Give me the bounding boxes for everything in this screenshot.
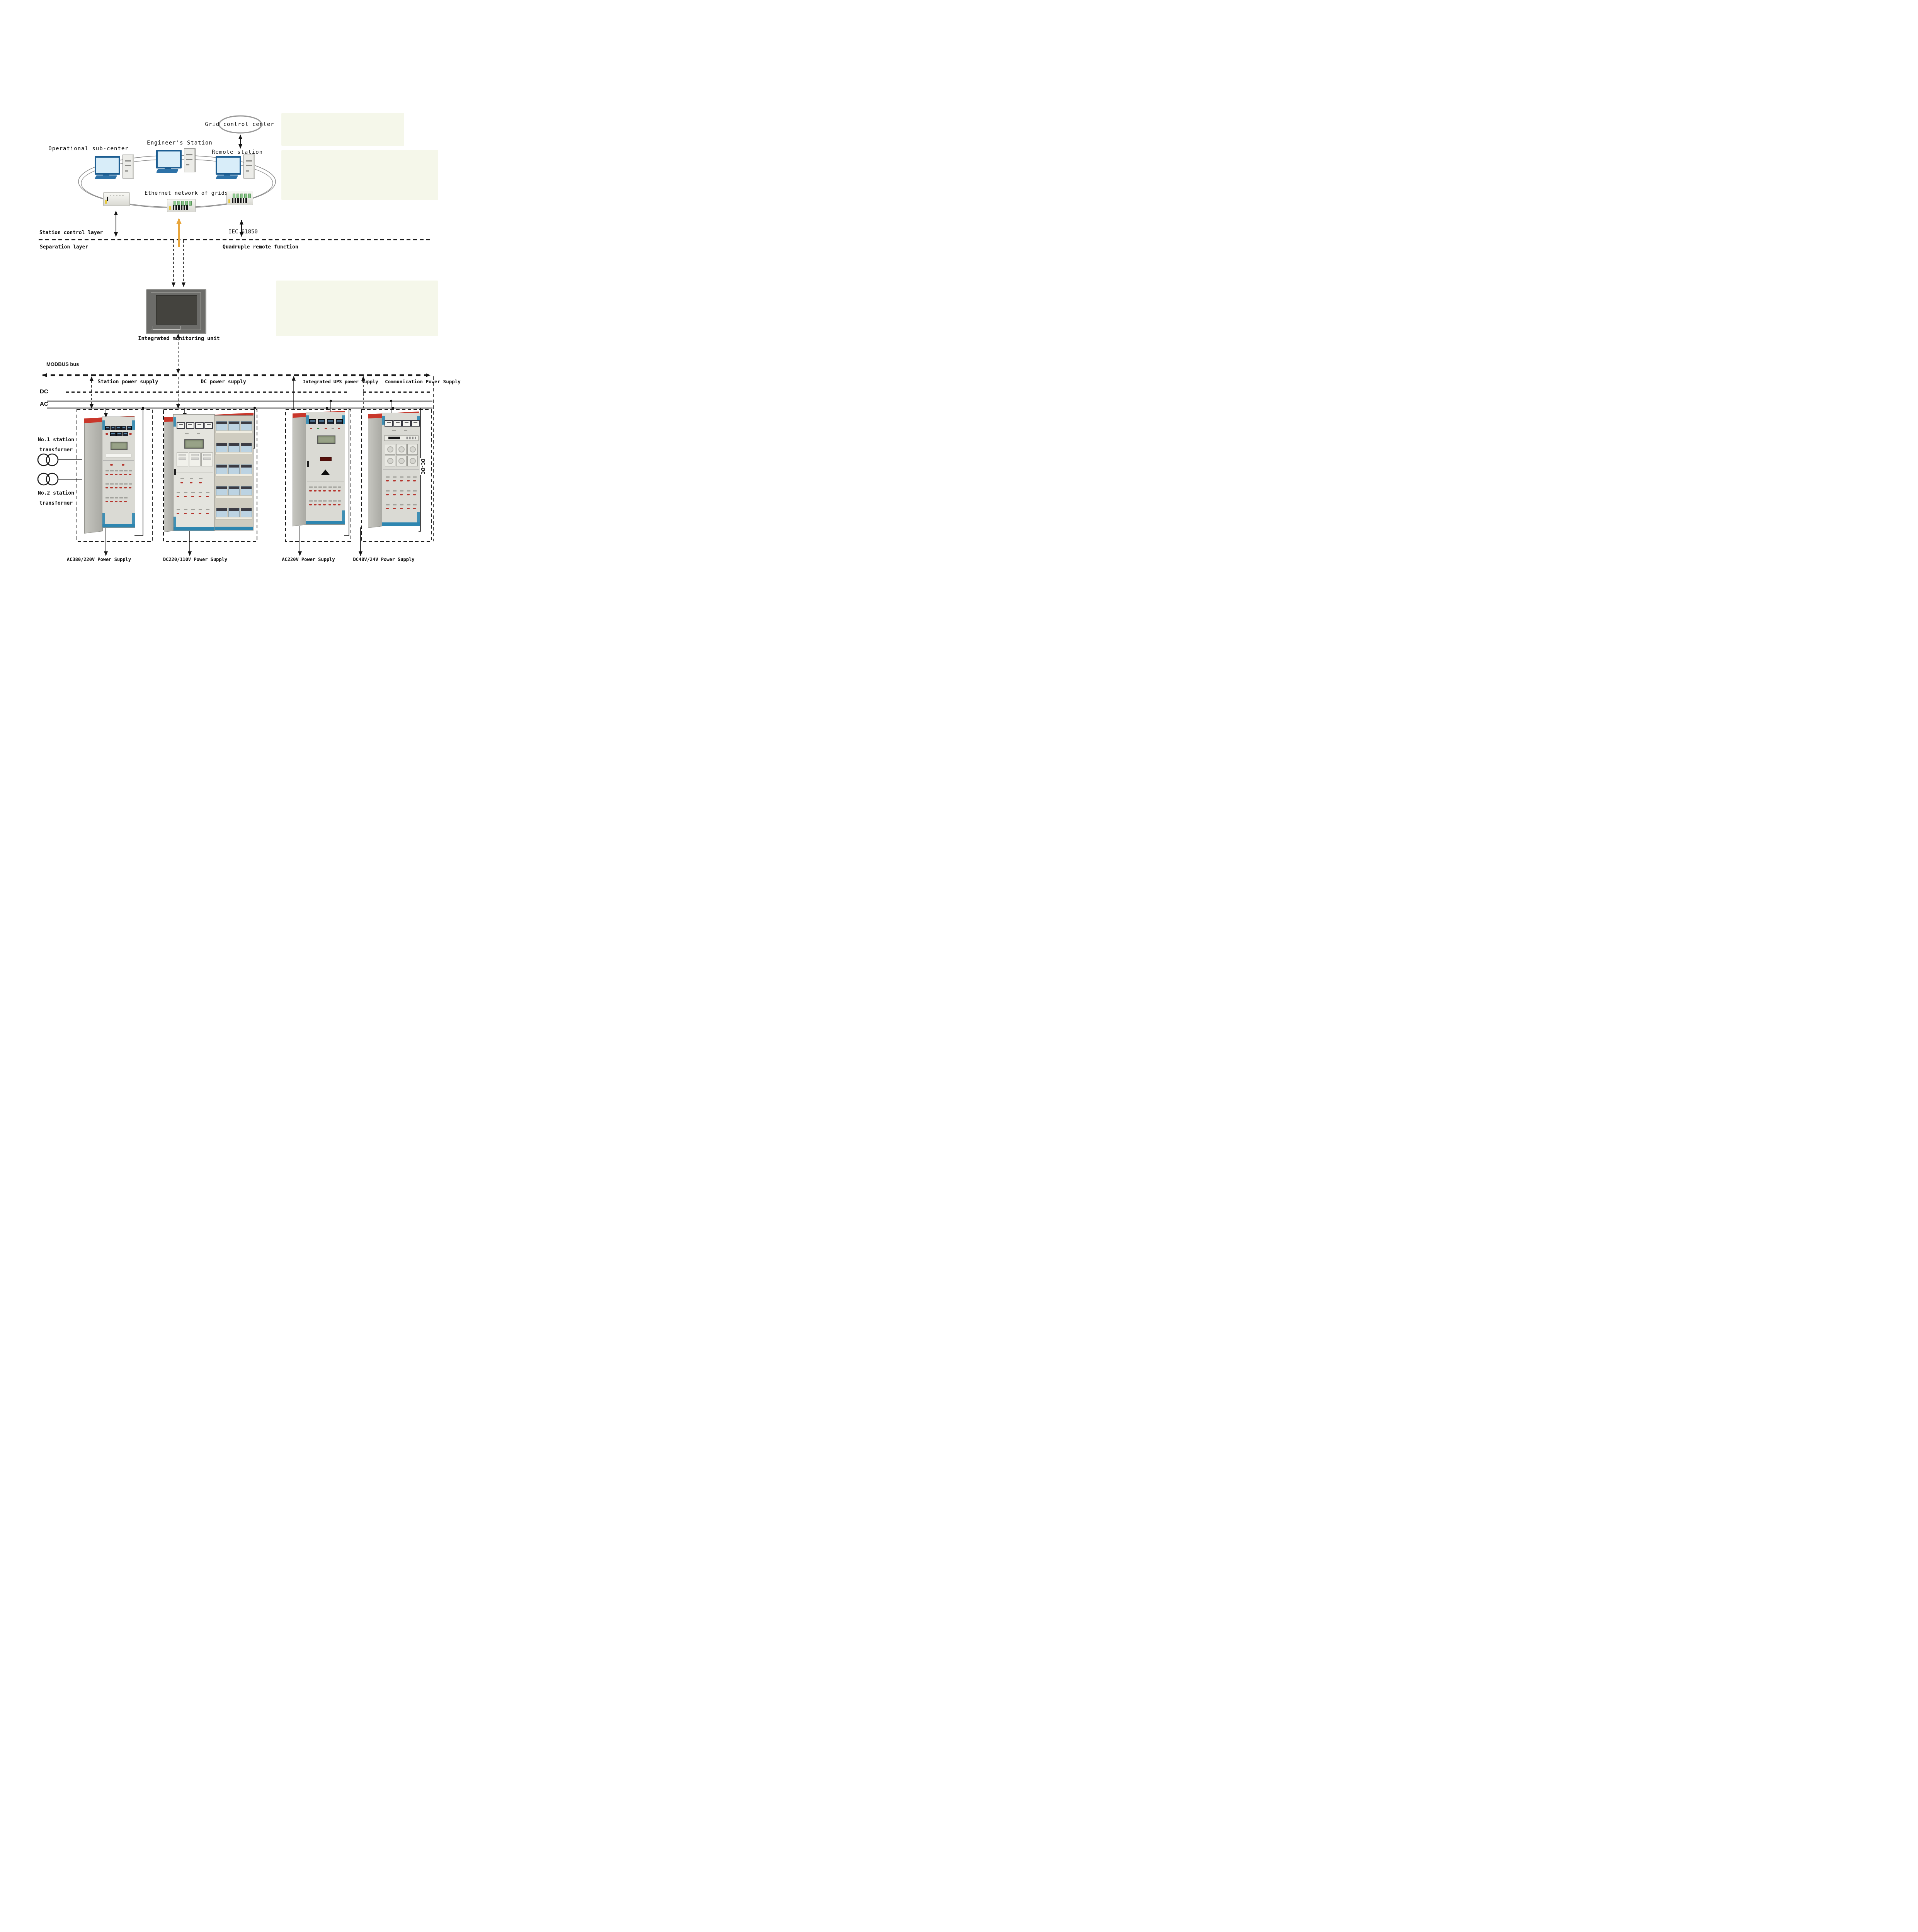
engineers-station-workstation xyxy=(156,148,199,173)
output-label-ups: AC220V Power Supply xyxy=(282,557,335,562)
computer-tower-icon xyxy=(243,155,255,179)
ac-bus-lines xyxy=(47,400,432,409)
ups-power-cabinet xyxy=(293,410,345,527)
workstation-monitor-icon xyxy=(156,150,182,168)
section-label-dc: DC power supply xyxy=(201,379,246,385)
transformer-2-line2: transformer xyxy=(39,500,73,506)
output-arrows xyxy=(104,526,362,556)
transformer-1-line2: transformer xyxy=(39,447,73,453)
monitor-stand-icon xyxy=(165,167,171,169)
integrated-monitoring-unit-device xyxy=(146,289,206,334)
transformer-1-line1: No.1 station xyxy=(38,437,74,443)
separation-layer-label: Separation layer xyxy=(40,244,88,250)
output-label-station: AC380/220V Power Supply xyxy=(66,557,131,562)
section-label-comm: Communication Power Supply xyxy=(385,379,461,384)
engineers-station-label: Engineer's Station xyxy=(147,140,213,146)
transformer-2-label: No.2 station transformer xyxy=(33,488,79,509)
ethernet-network-label: Ethernet network of grids xyxy=(145,190,228,196)
modbus-bus-label: MODBUS bus xyxy=(46,361,79,367)
workstation-monitor-icon xyxy=(95,156,120,175)
dc-dc-label: DC-DC xyxy=(420,458,426,475)
section-label-station: Station power supply xyxy=(97,379,158,385)
grid-control-center-ellipse xyxy=(218,115,262,134)
operational-sub-center-label: Operational sub-center xyxy=(48,146,129,152)
transformer-symbols xyxy=(37,453,82,486)
battery-bay xyxy=(214,415,254,531)
ethernet-switch-left-icon xyxy=(103,192,130,206)
station-control-layer-label: Station control layer xyxy=(39,230,103,236)
output-label-comm: DC48V/24V Power Supply xyxy=(353,557,415,562)
remote-station-workstation xyxy=(215,155,259,179)
quadruple-remote-function-label: Quadruple remote function xyxy=(223,244,298,250)
power-monitoring-architecture-diagram: Grid control center Engineer's Station O… xyxy=(0,0,480,678)
keyboard-icon xyxy=(94,175,117,179)
dc-power-cabinet xyxy=(164,413,254,532)
wiring-layer xyxy=(37,115,434,556)
operational-sub-center-workstation xyxy=(94,155,138,179)
keyboard-icon xyxy=(156,169,179,173)
faded-text-artifact xyxy=(281,150,438,200)
keyboard-icon xyxy=(215,175,238,179)
monitor-stand-icon xyxy=(224,173,230,175)
transformer-1-label: No.1 station transformer xyxy=(33,435,79,455)
integrated-monitoring-unit-label: Integrated monitoring unit xyxy=(138,335,220,342)
station-power-cabinet xyxy=(84,415,135,534)
computer-tower-icon xyxy=(123,155,134,179)
section-boxes xyxy=(77,376,434,542)
workstation-monitor-icon xyxy=(216,156,241,175)
output-label-dc: DC220/110V Power Supply xyxy=(163,557,228,562)
bus-junction-dots xyxy=(141,400,394,410)
ac-bus-label: AC xyxy=(40,401,48,407)
communication-power-cabinet xyxy=(368,411,420,528)
grid-control-center-label: Grid control center xyxy=(205,121,274,128)
iec-61850-label: IEC 61850 xyxy=(228,229,258,235)
dc-bus-label: DC xyxy=(40,388,48,395)
faded-text-artifact xyxy=(281,113,404,146)
section-label-ups: Integrated UPS power supply xyxy=(303,379,378,384)
computer-tower-icon xyxy=(184,148,196,172)
transformer-2-line1: No.2 station xyxy=(38,490,74,496)
imu-bezel-outline xyxy=(151,293,201,330)
ethernet-switch-right-icon xyxy=(226,192,253,205)
imu-decorative-line xyxy=(153,326,180,330)
monitor-stand-icon xyxy=(103,173,109,175)
remote-station-label: Remote station xyxy=(211,149,263,155)
faded-text-artifact xyxy=(276,281,438,336)
ethernet-switch-middle-icon xyxy=(167,199,196,212)
imu-screen xyxy=(156,295,197,325)
